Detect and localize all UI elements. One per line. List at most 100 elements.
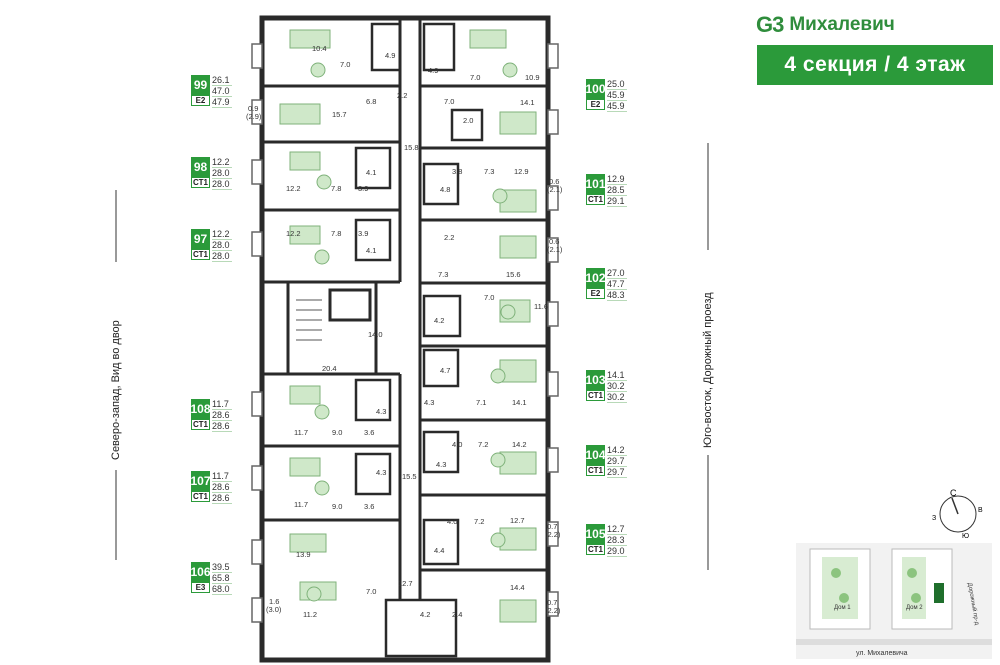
room-area-label: 3.9 [358,184,369,193]
room-area-label: 11.7 [294,500,309,509]
room-area-label: 4.0 [452,440,463,449]
room-area-label: 9.0 [332,502,343,511]
room-area-label: 4.1 [366,246,377,255]
apartment-area: 47.7 [607,279,627,290]
apartment-area: 12.2 [212,157,232,168]
room-area-label: 12.9 [514,167,529,176]
apartment-area: 28.6 [212,421,232,432]
apartment-area: 48.3 [607,290,627,301]
apartment-area: 12.7 [607,524,627,535]
apartment-type: СТ1 [191,419,210,430]
site-minimap: ул. Михалевича Дорожный пр-д Дом 1 Дом 2 [796,543,992,659]
apartment-area: 28.0 [212,179,232,190]
apartment-area: 28.0 [212,251,232,262]
room-area-label: 4.3 [376,407,387,416]
compass-n: С [950,488,957,498]
brand-name: Михалевич [789,14,895,35]
apartment-area: 14.2 [607,445,627,456]
room-area-label: (2.2) [545,606,561,615]
apartment-area: 30.2 [607,392,627,403]
room-area-label: 14.2 [512,440,527,449]
room-area-label: 3.9 [358,229,369,238]
room-area-label: 1.6 [269,597,280,606]
room-area-label: (2.9) [246,112,262,121]
apartment-area: 28.6 [212,482,232,493]
apartment-area: 45.9 [607,101,627,112]
apartment-area: 11.7 [212,399,232,410]
apartment-area: 47.9 [212,97,232,108]
room-area-label: 9.0 [332,428,343,437]
apartment-area: 11.7 [212,471,232,482]
apartment-area: 28.3 [607,535,627,546]
apartment-area: 39.5 [212,562,232,573]
apartment-area: 12.2 [212,229,232,240]
apartment-area: 30.2 [607,381,627,392]
apartment-area: 29.1 [607,196,627,207]
room-area-label: 10.9 [525,73,540,82]
apartment-type: СТ1 [191,177,210,188]
apartment-type: СТ1 [586,390,605,401]
room-area-label: 20.4 [322,364,337,373]
room-area-label: 4.2 [434,316,445,325]
room-area-label: 15.7 [332,110,347,119]
apartment-number: 107 [190,471,211,491]
apartment-area: 25.0 [607,79,627,90]
room-area-label: 11.6 [534,302,549,311]
room-area-label: 7.0 [444,97,455,106]
apartment-area: 28.0 [212,240,232,251]
room-area-label: (2.1) [547,245,563,254]
apartment-number: 100 [585,79,606,99]
apartment-area: 29.7 [607,467,627,478]
room-area-label: 0.6 [549,177,560,186]
minimap-house-left: Дом 1 [834,605,851,611]
room-area-label: 0.7 [547,598,558,607]
room-area-label: 4.3 [376,468,387,477]
room-area-label: 0.6 [549,237,560,246]
apartment-type: E2 [586,99,605,110]
apartment-number: 106 [190,562,211,582]
apartment-number: 97 [191,229,210,249]
apartment-number: 101 [585,174,606,194]
room-area-label: 6.8 [366,97,377,106]
room-area-label: 15.6 [506,270,521,279]
room-area-label: 4.4 [434,546,445,555]
apartment-number: 108 [190,399,211,419]
minimap-house-right: Дом 2 [906,605,923,611]
apartment-area: 28.5 [607,185,627,196]
apartment-number: 105 [585,524,606,544]
room-area-label: 12.2 [286,184,301,193]
room-area-label: 7.3 [484,167,495,176]
apartment-area: 12.9 [607,174,627,185]
apartment-area: 27.0 [607,268,627,279]
room-area-label: 11.7 [294,428,309,437]
room-area-label: 4.7 [440,366,451,375]
apartment-type: E2 [586,288,605,299]
apartment-number: 104 [585,445,606,465]
side-label-left: Северо-запад, Вид во двор [110,320,122,460]
room-area-label: 0.7 [547,522,558,531]
apartment-type: СТ1 [586,465,605,476]
room-area-label: (2.1) [547,185,563,194]
apartment-type: СТ1 [191,249,210,260]
apartment-type: СТ1 [586,544,605,555]
room-area-label: 4.3 [436,460,447,469]
room-area-label: 2.4 [452,610,463,619]
apartment-area: 28.0 [212,168,232,179]
room-area-label: 7.1 [476,398,487,407]
room-area-label: 14.1 [512,398,527,407]
side-label-right: Юго-восток, Дорожный проезд [702,292,714,448]
apartment-area: 68.0 [212,584,232,595]
